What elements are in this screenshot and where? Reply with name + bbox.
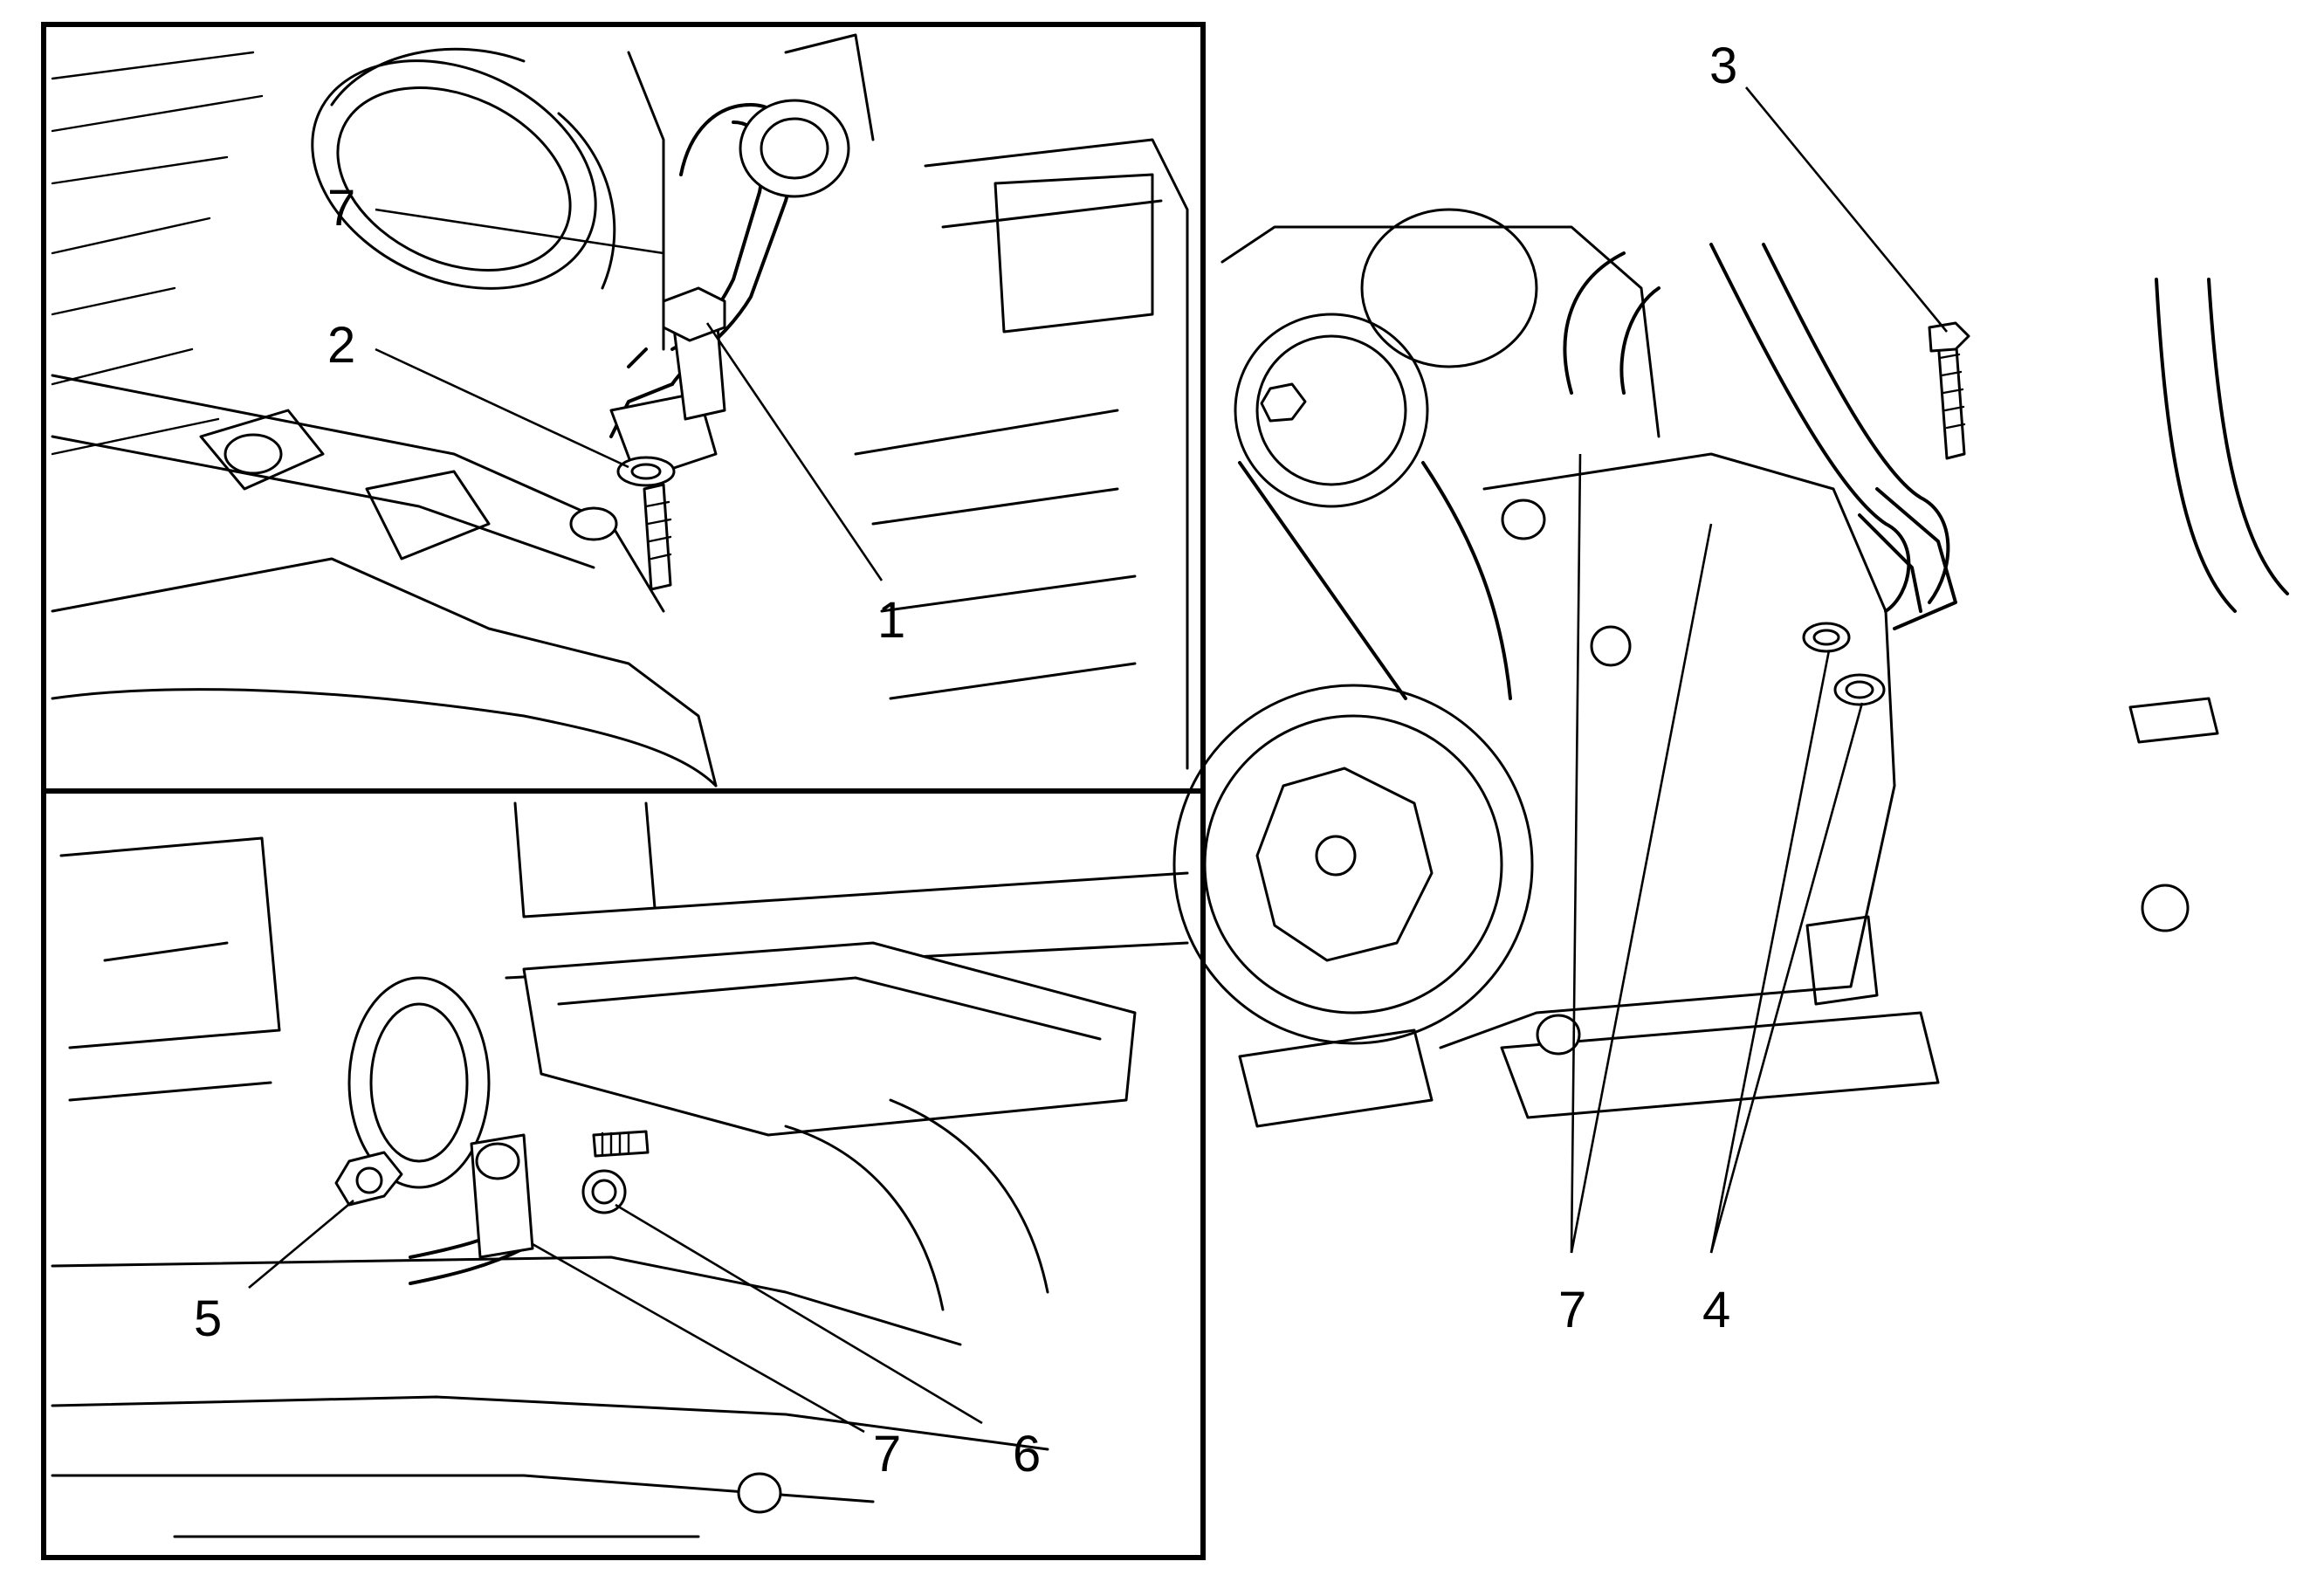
hose-coupler-bore xyxy=(760,117,829,180)
block-bolt-c xyxy=(1536,1014,1581,1056)
lower-crossmember xyxy=(51,557,718,788)
inset-frame-bottom xyxy=(41,788,1206,1560)
rail-clips xyxy=(199,409,491,561)
duct-clamp xyxy=(347,976,491,1189)
lower-bolt xyxy=(737,1472,782,1514)
o-ring-seal-b-bore xyxy=(1845,680,1874,699)
duct-pipe xyxy=(784,1098,1049,1311)
callout-6: 6 xyxy=(1013,1426,1041,1482)
upper-frame xyxy=(627,33,875,351)
o-ring-seal-a-bore xyxy=(1812,629,1840,646)
upper-pulley xyxy=(1360,208,1538,368)
hose-b xyxy=(1709,243,1950,613)
callout-1: 1 xyxy=(877,592,905,649)
clutch-hub xyxy=(1315,835,1357,877)
leader-7-right-a xyxy=(1570,453,1582,1254)
hose-a xyxy=(1563,251,1660,395)
air-duct-edge xyxy=(330,47,616,290)
callout-7-bottom: 7 xyxy=(873,1426,901,1482)
leader-5 xyxy=(248,1200,354,1289)
callout-3: 3 xyxy=(1709,38,1737,94)
hose-coupler xyxy=(739,99,850,198)
lower-crossmember-b xyxy=(51,1255,1049,1451)
leader-7-top xyxy=(375,208,664,255)
callout-7-right: 7 xyxy=(1558,1282,1586,1338)
lower-rail xyxy=(51,688,718,788)
bolt-3-shank xyxy=(1936,334,1966,460)
duct-clamp-inner xyxy=(369,1002,469,1163)
drive-belt xyxy=(1238,461,1512,700)
block-bolt-b xyxy=(1590,625,1632,667)
seal-ring-bore xyxy=(591,1179,617,1205)
heat-shield-crease xyxy=(557,976,1102,1041)
hose-b-fitting xyxy=(1858,487,1957,630)
threaded-stud-threads xyxy=(601,1131,630,1156)
heat-shield xyxy=(522,941,1137,1137)
block-bolt-d xyxy=(2141,884,2190,932)
leader-4-b xyxy=(1709,702,1864,1254)
right-bracket xyxy=(924,138,1189,770)
o-ring-seal-a xyxy=(1802,622,1851,653)
block-bore xyxy=(475,1142,520,1180)
inset-panel-bottom: 5 7 6 xyxy=(41,788,1206,1560)
compressor-pulley-inner xyxy=(1203,714,1503,1015)
callout-2: 2 xyxy=(327,317,355,374)
clutch-plate xyxy=(1255,767,1434,962)
idler-bolt xyxy=(1260,382,1307,423)
leader-7-right-b xyxy=(1570,523,1713,1254)
fitting-port xyxy=(569,506,618,541)
sensor-connector xyxy=(1805,915,1879,1006)
seal-washer xyxy=(616,456,676,487)
air-duct-outer xyxy=(311,59,597,290)
o-ring-seal-b xyxy=(1833,673,1886,706)
mounting-stud xyxy=(643,483,672,591)
right-fins xyxy=(854,409,1137,700)
seal-ring xyxy=(581,1169,627,1214)
lower-left-bracket xyxy=(1238,1028,1434,1128)
leader-1 xyxy=(705,322,884,581)
callout-7-top: 7 xyxy=(327,180,355,237)
bolt-3-head xyxy=(1928,321,1970,353)
idler-pulley-inner xyxy=(1255,334,1407,486)
leader-6 xyxy=(615,1203,983,1425)
block-bolt-a xyxy=(1501,499,1546,540)
upper-structure xyxy=(505,801,1189,980)
leader-2 xyxy=(375,347,629,469)
callout-4: 4 xyxy=(1702,1282,1730,1338)
stud-threads xyxy=(644,500,672,561)
bracket-rail xyxy=(51,374,665,613)
bay-panel-ribs xyxy=(51,51,264,456)
fitting-nut xyxy=(334,1151,403,1207)
lower-bracket xyxy=(1500,1011,1940,1119)
rail-hole xyxy=(223,433,283,475)
hose-c xyxy=(2155,278,2289,613)
main-view-right: 3 7 4 xyxy=(1172,38,2289,1338)
seal-washer-bore xyxy=(630,463,662,480)
compressor-pulley xyxy=(1172,684,1534,1045)
leader-4-a xyxy=(1709,650,1831,1254)
left-structure xyxy=(59,836,281,1102)
bolt-3-threads xyxy=(1938,353,1966,430)
hose-c-clamp xyxy=(2128,697,2219,744)
fitting-nut-bore xyxy=(355,1166,383,1194)
engine-block xyxy=(1220,225,1896,1049)
inset-panel-top: 7 2 1 xyxy=(41,22,1206,794)
leader-7-bottom xyxy=(532,1242,865,1434)
air-duct-inner xyxy=(336,86,572,272)
leader-3 xyxy=(1744,86,1949,333)
idler-pulley xyxy=(1234,313,1429,508)
callout-5: 5 xyxy=(194,1290,222,1347)
